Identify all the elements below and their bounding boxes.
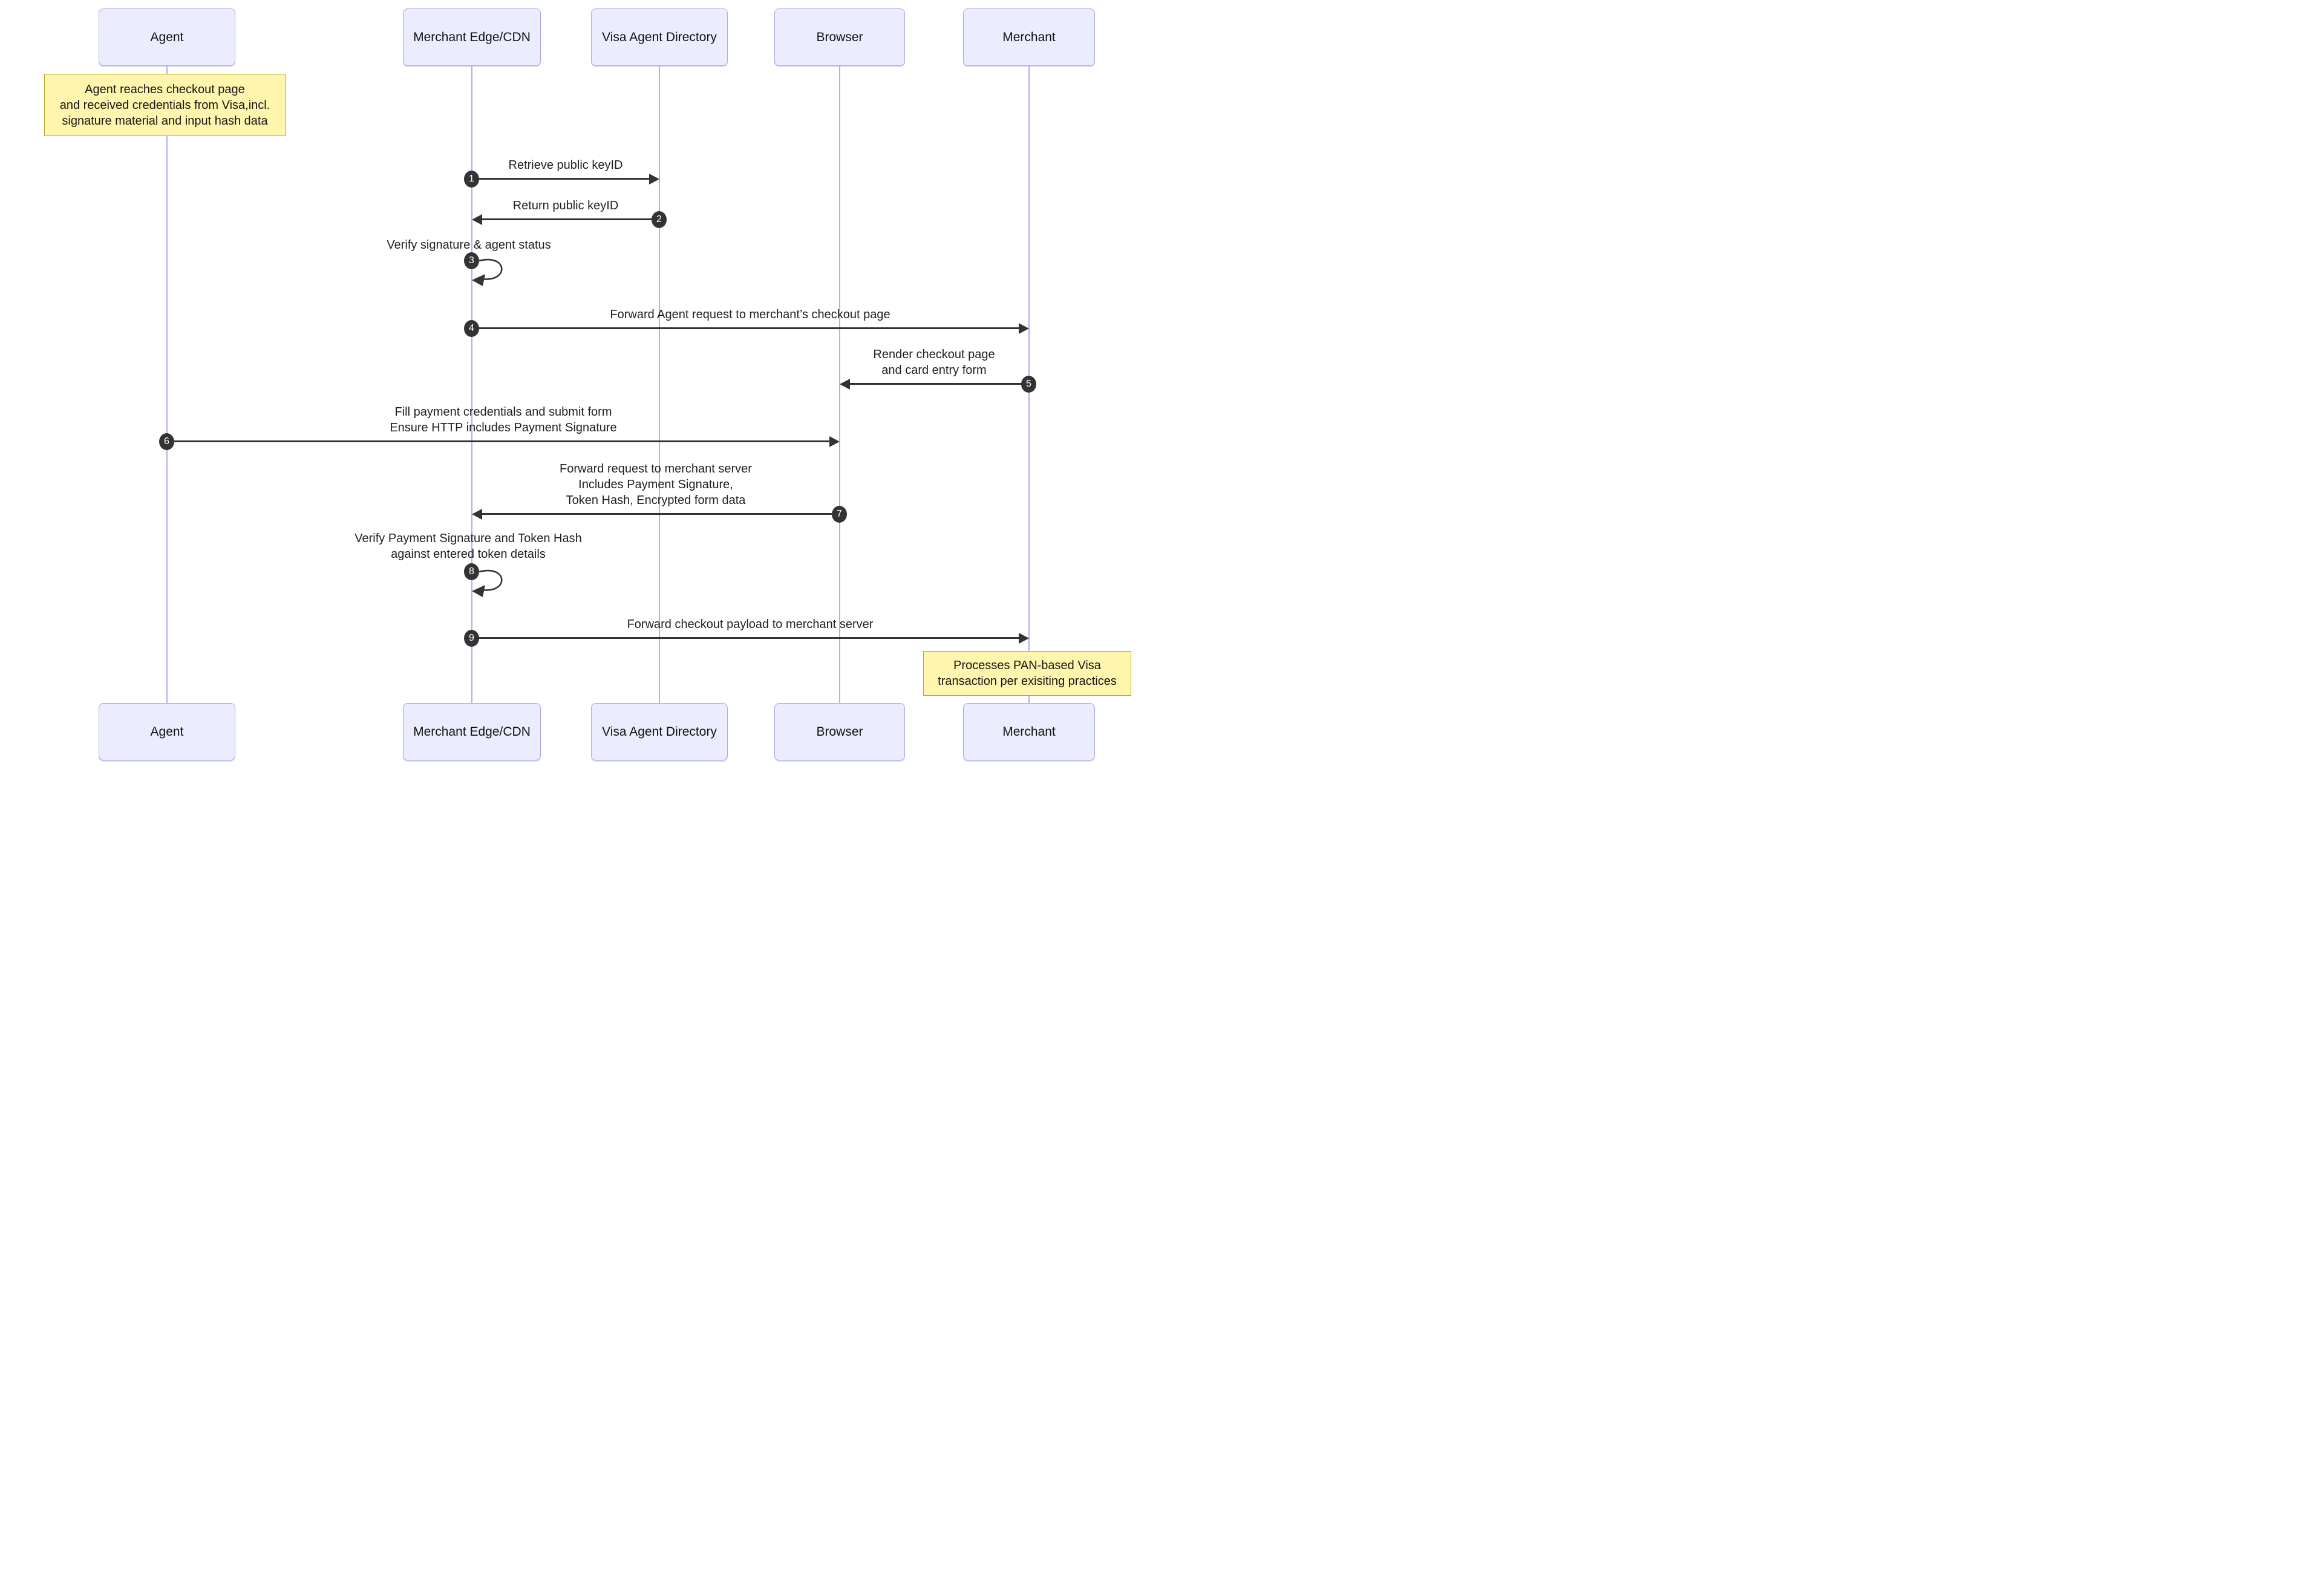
message-9-arrowhead-icon (1019, 633, 1029, 644)
message-2-arrowhead-icon (472, 214, 482, 225)
message-1-label: Retrieve public keyID (508, 159, 623, 172)
message-6-number: 6 (159, 433, 174, 450)
message-2-number: 2 (652, 211, 667, 228)
actor-label: Agent (150, 724, 184, 739)
note-text: Processes PAN-based Visa transaction per… (938, 659, 1117, 688)
message-8-self-loop-icon (472, 569, 503, 597)
actor-label: Browser (816, 30, 863, 44)
message-8-label: Verify Payment Signature and Token Hash … (354, 532, 582, 561)
message-3-label: Verify signature & agent status (387, 238, 551, 252)
actor-label: Merchant (1002, 724, 1056, 739)
note-text: Agent reaches checkout page and received… (59, 82, 270, 128)
actor-label: Visa Agent Directory (602, 724, 717, 739)
message-7-arrow (480, 513, 840, 515)
note-agent-credentials: Agent reaches checkout page and received… (44, 74, 286, 136)
actor-label: Visa Agent Directory (602, 30, 717, 44)
actor-label: Merchant (1002, 30, 1056, 44)
actor-top-merchant-edge-cdn: Merchant Edge/CDN (403, 8, 541, 66)
actor-bottom-visa-agent-directory: Visa Agent Directory (591, 703, 728, 760)
message-5-arrow (848, 383, 1029, 385)
actor-top-agent: Agent (99, 8, 235, 66)
message-5-number: 5 (1021, 376, 1036, 393)
sequence-diagram: Agent Merchant Edge/CDN Visa Agent Direc… (0, 0, 1162, 798)
message-9-number: 9 (464, 630, 479, 647)
message-6-arrow (167, 440, 831, 442)
actor-label: Merchant Edge/CDN (413, 724, 531, 739)
message-7-arrowhead-icon (472, 509, 482, 520)
message-4-arrowhead-icon (1019, 323, 1029, 334)
actor-label: Agent (150, 30, 184, 44)
actor-top-merchant: Merchant (963, 8, 1095, 66)
message-1-arrow (472, 178, 651, 180)
message-2-label: Return public keyID (512, 199, 619, 212)
lifeline-agent (166, 65, 168, 703)
message-6-label: Fill payment credentials and submit form… (390, 405, 617, 434)
lifeline-visa-agent-directory (659, 65, 660, 703)
message-9-arrow (472, 637, 1021, 639)
message-6-arrowhead-icon (829, 436, 840, 447)
actor-bottom-browser: Browser (774, 703, 905, 760)
lifeline-merchant-edge-cdn (471, 65, 472, 703)
actor-bottom-agent: Agent (99, 703, 235, 760)
message-9-label: Forward checkout payload to merchant ser… (627, 618, 874, 631)
message-4-label: Forward Agent request to merchant’s chec… (610, 308, 890, 321)
actor-label: Merchant Edge/CDN (413, 30, 531, 44)
message-4-arrow (472, 327, 1021, 329)
message-5-label: Render checkout page and card entry form (873, 348, 995, 377)
message-7-label: Forward request to merchant server Inclu… (560, 462, 752, 507)
note-merchant-pan-processing: Processes PAN-based Visa transaction per… (923, 651, 1131, 696)
message-5-arrowhead-icon (840, 379, 850, 390)
message-7-number: 7 (832, 506, 847, 523)
message-3-self-loop-icon (472, 258, 503, 286)
actor-label: Browser (816, 724, 863, 739)
message-4-number: 4 (464, 320, 479, 337)
actor-top-visa-agent-directory: Visa Agent Directory (591, 8, 728, 66)
message-1-number: 1 (464, 171, 479, 188)
message-2-arrow (480, 218, 659, 220)
message-3-number: 3 (464, 252, 479, 269)
message-8-number: 8 (464, 563, 479, 580)
actor-bottom-merchant: Merchant (963, 703, 1095, 760)
actor-top-browser: Browser (774, 8, 905, 66)
actor-bottom-merchant-edge-cdn: Merchant Edge/CDN (403, 703, 541, 760)
message-1-arrowhead-icon (649, 174, 659, 185)
